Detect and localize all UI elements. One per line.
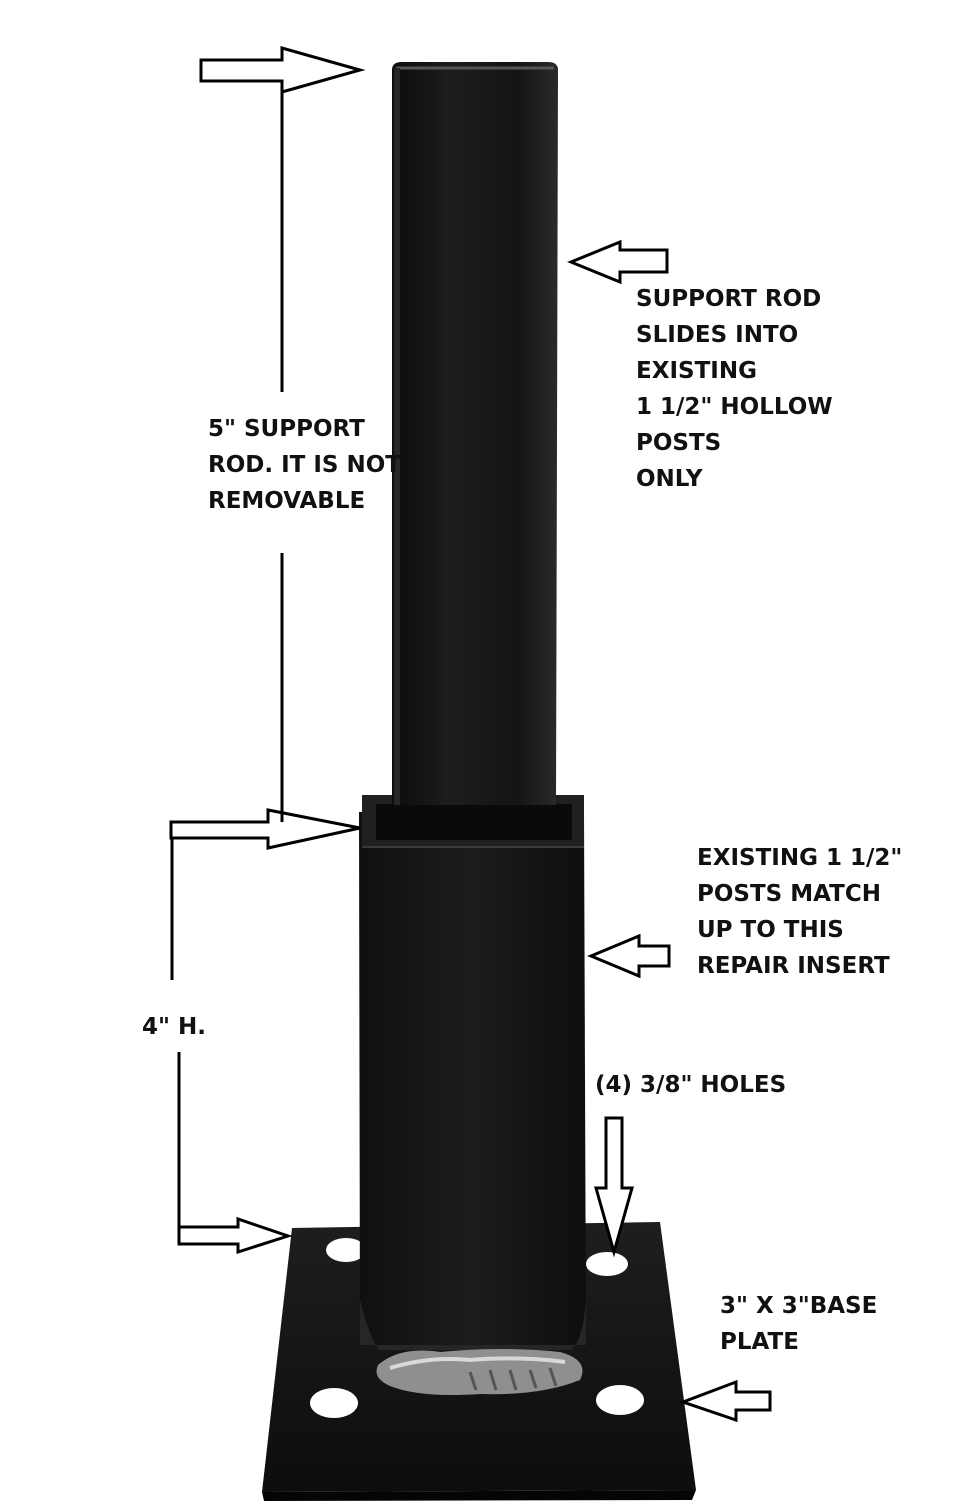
label-support-rod-fit: SUPPORT ROD SLIDES INTO EXISTING 1 1/2" … [636,286,833,492]
arrow-rod-fit [567,239,669,285]
support-rod [392,62,558,805]
arrow-holes-down [594,1116,634,1258]
arrow-insert-top [169,808,361,850]
plate-hole-bottom-left [310,1388,358,1418]
plate-hole-bottom-right [596,1385,644,1415]
arrow-rod-top [199,46,366,94]
label-base-plate: 3" X 3"BASE PLATE [720,1293,878,1355]
label-insert-match: EXISTING 1 1/2" POSTS MATCH UP TO THIS R… [697,845,903,979]
repair-insert-tube [359,795,586,1350]
arrow-insert-match [587,933,671,979]
arrow-base-plate [678,1379,772,1423]
weld-bead [376,1349,583,1395]
plate-hole-top-right [586,1252,628,1276]
arrow-plate-top [177,1216,293,1255]
label-support-rod-length: 5" SUPPORT ROD. IT IS NOT REMOVABLE [208,416,401,514]
plate-hole-top-left [326,1238,366,1262]
label-insert-height: 4" H. [142,1014,206,1040]
label-holes: (4) 3/8" HOLES [595,1072,787,1098]
